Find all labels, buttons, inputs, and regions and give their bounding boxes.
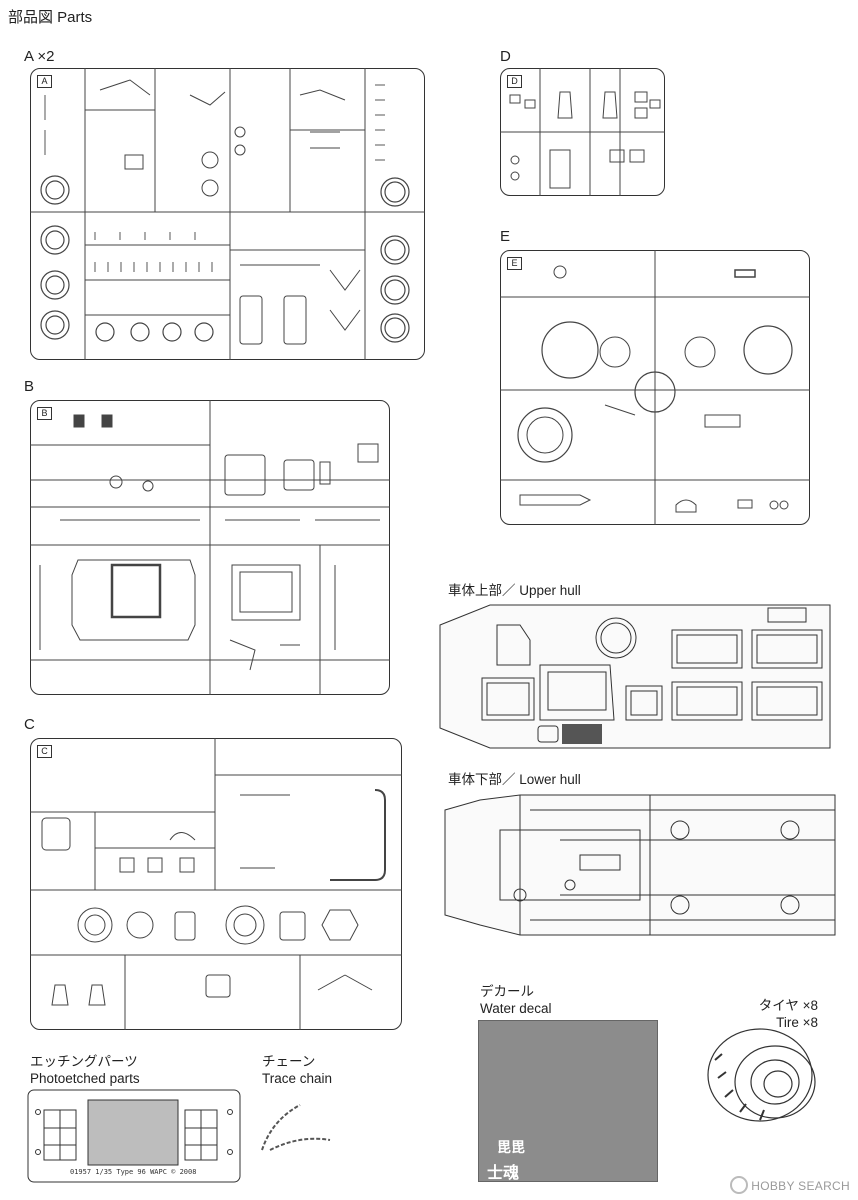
watermark-text: HOBBY SEARCH (751, 1179, 850, 1193)
tire-caption: タイヤ ×8 Tire ×8 (718, 997, 818, 1031)
sprue-d-parts (509, 91, 661, 189)
decal-sheet: 毘毘 士魂 (478, 1020, 658, 1182)
sprue-b-heading: B (24, 378, 35, 395)
sprue-b-parts (39, 414, 380, 671)
photoetched-title-jp: エッチングパーツ (30, 1054, 138, 1069)
watermark: HOBBY SEARCH (730, 1176, 850, 1194)
sprue-a-parts (99, 79, 361, 345)
sprue-e-tag: E (507, 257, 522, 270)
sprue-d-tag: D (507, 75, 522, 88)
sprue-d-runners (500, 68, 665, 196)
sprue-a-small-parts (44, 84, 385, 272)
sprue-e-heading: E (500, 228, 511, 245)
sprue-b-tag: B (37, 407, 52, 420)
photoetched-fret-caption: 01957 1/35 Type 96 WAPC © 2008 (70, 1168, 197, 1176)
upper-hull-label: 車体上部／ Upper hull (448, 583, 581, 598)
sprue-c-runners (30, 738, 402, 1030)
photoetched-caption: エッチングパーツ Photoetched parts (30, 1053, 140, 1087)
tire-drawing (707, 1028, 816, 1122)
sprue-e-parts (517, 265, 793, 513)
photoetched-fret-drawing (27, 1089, 241, 1183)
page-title: 部品図 Parts (8, 9, 93, 26)
sprue-e-runners (500, 250, 810, 525)
decal-mid-text: 毘毘 (497, 1139, 525, 1155)
sprue-c-parts (41, 789, 386, 1006)
sprue-a-tag: A (37, 75, 52, 88)
lower-hull-drawing (444, 794, 836, 936)
sprue-a-runners (30, 68, 425, 360)
hobby-search-logo-icon (730, 1176, 749, 1194)
tire-title-jp: タイヤ ×8 (758, 998, 818, 1013)
lower-hull-label: 車体下部／ Lower hull (448, 772, 581, 787)
trace-chain-drawing (261, 1104, 331, 1151)
sprue-a-wheels (40, 175, 410, 343)
trace-chain-title-en: Trace chain (262, 1071, 333, 1086)
sprue-c-tag: C (37, 745, 52, 758)
tire-title-en: Tire ×8 (776, 1015, 818, 1030)
sprue-a-heading: A ×2 (24, 48, 55, 65)
sprue-c-frame: C (30, 738, 402, 1030)
sprue-b-runners (30, 400, 390, 695)
sprue-d-heading: D (500, 48, 511, 65)
trace-chain-caption: チェーン Trace chain (262, 1053, 332, 1087)
trace-chain-title-jp: チェーン (262, 1054, 316, 1069)
photoetched-title-en: Photoetched parts (30, 1071, 140, 1086)
decal-big-text: 士魂 (487, 1165, 520, 1182)
sprue-c-heading: C (24, 716, 35, 733)
upper-hull-drawing (439, 604, 831, 749)
decal-caption: デカール Water decal (480, 983, 552, 1017)
decal-title-jp: デカール (480, 984, 534, 999)
decal-title-en: Water decal (480, 1001, 552, 1016)
